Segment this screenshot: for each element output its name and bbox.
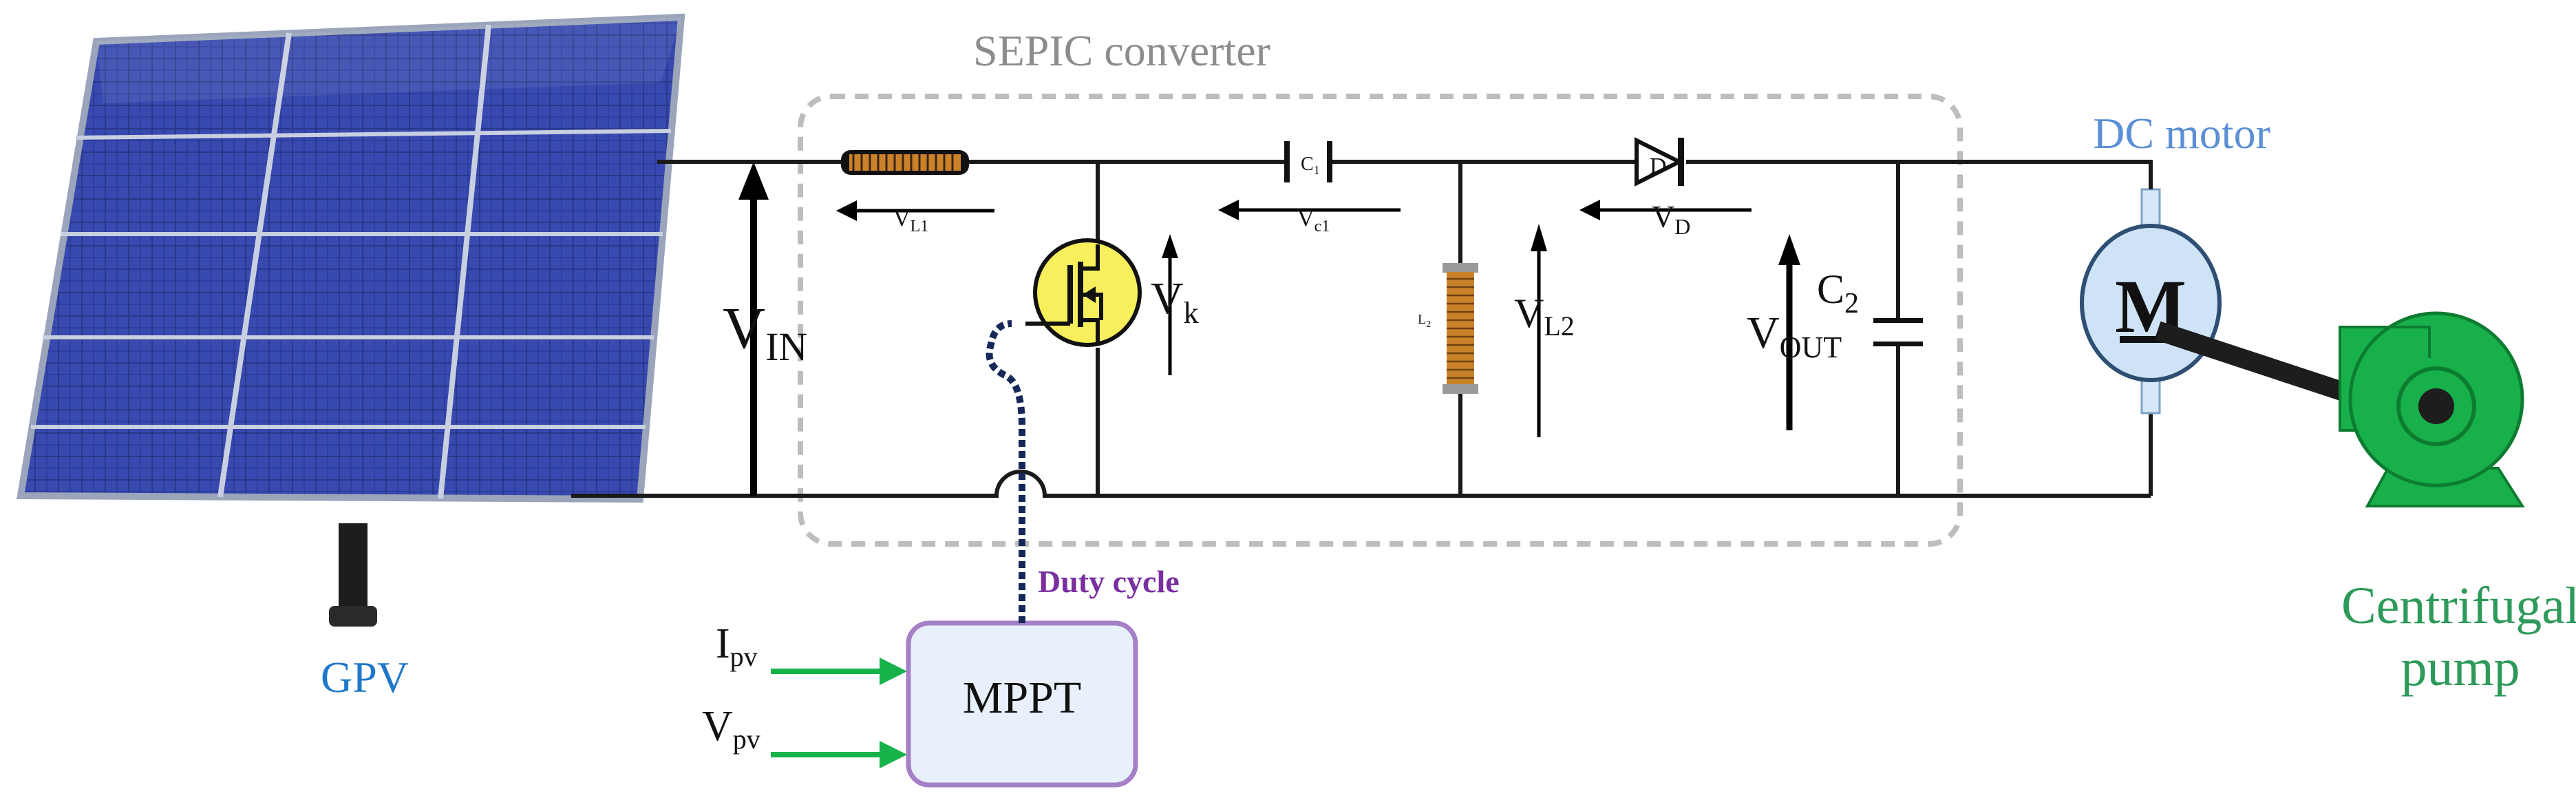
circuit-wires <box>571 160 2153 498</box>
voltage-annotations: VIN VL1 Vc1 VD Vk VL2 V <box>723 162 1842 496</box>
inductor-l2: L2 <box>1418 263 1478 394</box>
mppt-label: MPPT <box>963 673 1081 723</box>
svg-text:Vc1: Vc1 <box>1297 206 1330 235</box>
gpv-label: GPV <box>321 653 409 702</box>
duty-cycle-signal <box>986 320 1025 623</box>
dc-motor: M <box>2006 160 2222 414</box>
sepic-boundary <box>798 94 1963 547</box>
duty-cycle-label: Duty cycle <box>1038 564 1180 599</box>
svg-text:C1: C1 <box>1301 154 1320 177</box>
ipv-label: Ipv <box>716 620 758 672</box>
svg-text:Vk: Vk <box>1151 273 1199 330</box>
capacitor-c2: C2 <box>1817 266 1923 346</box>
inductor-l1 <box>841 150 969 175</box>
svg-text:D: D <box>1650 154 1667 179</box>
centrifugal-pump <box>2339 311 2525 507</box>
svg-text:VIN: VIN <box>723 295 807 369</box>
pump-label-line2: pump <box>2401 639 2520 697</box>
dc-motor-label: DC motor <box>2093 109 2270 158</box>
svg-text:L2: L2 <box>1418 312 1431 330</box>
diode-d: D <box>1635 137 1684 187</box>
svg-text:VOUT: VOUT <box>1747 308 1842 364</box>
sepic-title: SEPIC converter <box>973 26 1270 75</box>
svg-text:C2: C2 <box>1817 266 1859 319</box>
pump-label-line1: Centrifugal <box>2341 577 2576 635</box>
pv-array-image <box>17 13 685 627</box>
svg-text:VL1: VL1 <box>893 206 928 235</box>
svg-text:VL2: VL2 <box>1514 291 1575 342</box>
vpv-label: Vpv <box>702 703 760 755</box>
capacitor-c1: C1 <box>1284 141 1332 182</box>
mosfet-switch <box>1025 238 1142 347</box>
svg-text:VD: VD <box>1652 199 1690 239</box>
